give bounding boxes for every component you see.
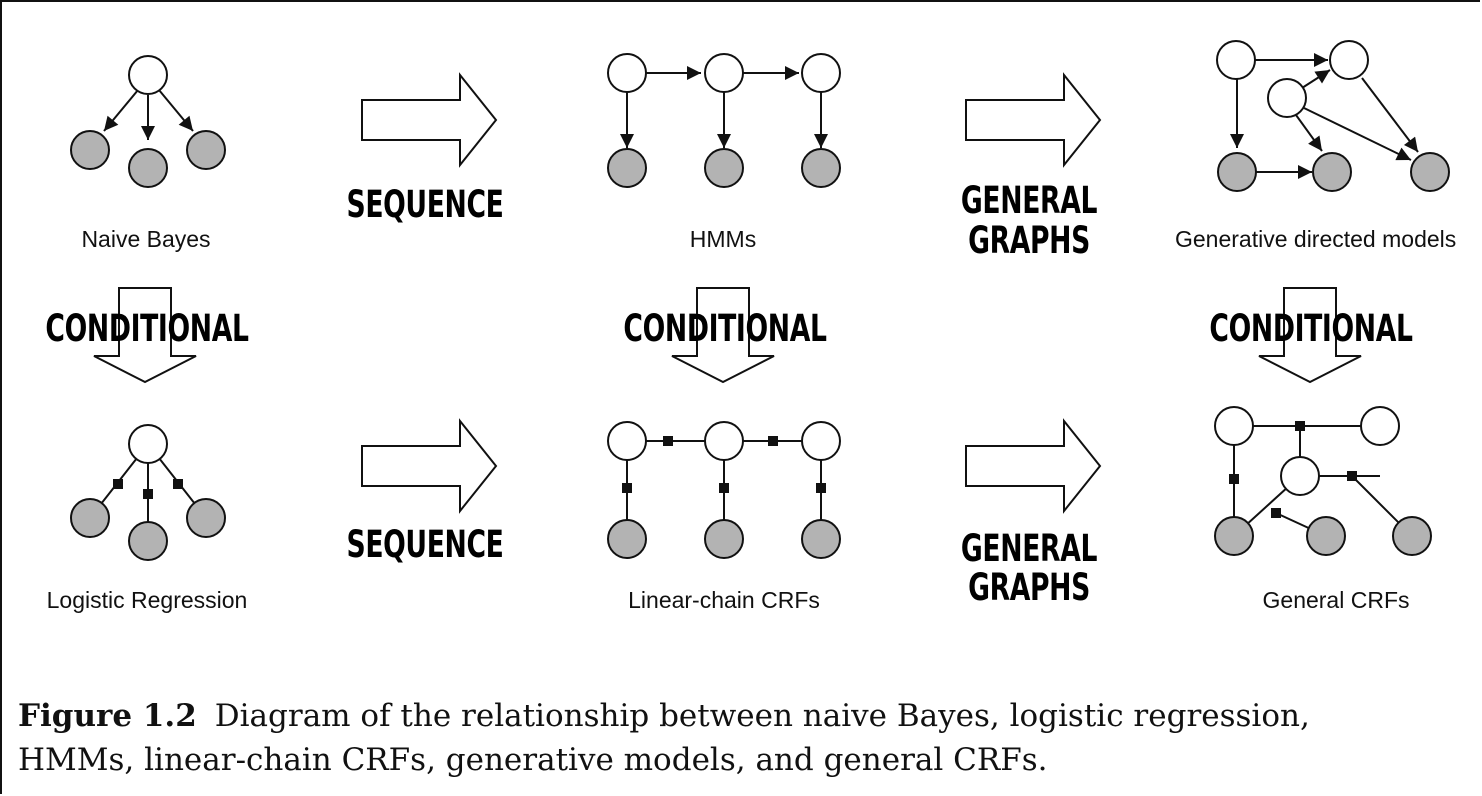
factor-node bbox=[173, 479, 183, 489]
hidden-node bbox=[704, 53, 744, 93]
hidden-node bbox=[1360, 406, 1400, 446]
conditional-arrow-middle bbox=[671, 287, 775, 384]
caption-line-1: Figure 1.2 Diagram of the relationship be… bbox=[18, 694, 1478, 738]
generative-directed-graph bbox=[1216, 40, 1450, 192]
observed-node bbox=[1214, 516, 1254, 556]
factor-node bbox=[816, 483, 826, 493]
observed-node bbox=[1312, 152, 1352, 192]
observed-node bbox=[70, 498, 110, 538]
observed-node bbox=[1217, 152, 1257, 192]
observed-node bbox=[607, 148, 647, 188]
general-graphs-arrow-top bbox=[965, 72, 1102, 168]
factor-node bbox=[113, 479, 123, 489]
observed-node bbox=[1306, 516, 1346, 556]
factor-node bbox=[143, 489, 153, 499]
caption-text-2: HMMs, linear-chain CRFs, generative mode… bbox=[18, 742, 1048, 778]
hidden-node bbox=[704, 421, 744, 461]
factor-node bbox=[768, 436, 778, 446]
general-graphs-label-bottom-line2: GRAPHS bbox=[968, 566, 1090, 609]
generative-directed-label: Generative directed models bbox=[1175, 226, 1457, 252]
figure-caption: Figure 1.2 Diagram of the relationship be… bbox=[18, 694, 1478, 782]
caption-text-1: Diagram of the relationship between naiv… bbox=[214, 698, 1310, 734]
observed-node bbox=[70, 130, 110, 170]
general-graphs-label-top-line2: GRAPHS bbox=[968, 219, 1090, 262]
factor-node bbox=[1295, 421, 1305, 431]
hmms-label: HMMs bbox=[689, 226, 757, 252]
general-graphs-label-bottom-line1: GENERAL bbox=[960, 527, 1098, 570]
conditional-label-middle: CONDITIONAL bbox=[623, 307, 827, 350]
conditional-arrow-right bbox=[1258, 287, 1362, 384]
hidden-node bbox=[128, 55, 168, 95]
hidden-node bbox=[801, 53, 841, 93]
edge bbox=[103, 89, 139, 132]
factor-node bbox=[1271, 508, 1281, 518]
figure-number: Figure 1.2 bbox=[18, 698, 197, 734]
sequence-label-bottom: SEQUENCE bbox=[346, 523, 504, 566]
hidden-node bbox=[1267, 78, 1307, 118]
general-crfs-label: General CRFs bbox=[1262, 587, 1410, 613]
observed-node bbox=[1410, 152, 1450, 192]
naive-bayes-graph bbox=[70, 55, 226, 188]
logistic-regression-graph bbox=[70, 424, 226, 561]
factor-node bbox=[1347, 471, 1357, 481]
observed-node bbox=[704, 519, 744, 559]
general-crf-graph bbox=[1214, 406, 1432, 556]
conditional-label-right: CONDITIONAL bbox=[1209, 307, 1413, 350]
hidden-node bbox=[607, 53, 647, 93]
observed-node bbox=[128, 148, 168, 188]
conditional-arrow-left bbox=[93, 287, 197, 384]
edge bbox=[1301, 69, 1331, 89]
hidden-node bbox=[1280, 456, 1320, 496]
general-graphs-label-top-line1: GENERAL bbox=[960, 179, 1098, 222]
observed-node bbox=[801, 148, 841, 188]
hmm-graph bbox=[607, 53, 841, 188]
linear-chain-crf-graph bbox=[607, 421, 841, 559]
edge bbox=[1361, 77, 1419, 153]
hidden-node bbox=[128, 424, 168, 464]
sequence-arrow-bottom bbox=[361, 418, 498, 514]
edge bbox=[1295, 114, 1323, 152]
observed-node bbox=[186, 130, 226, 170]
observed-node bbox=[186, 498, 226, 538]
observed-node bbox=[704, 148, 744, 188]
logistic-regression-label: Logistic Regression bbox=[46, 587, 248, 613]
edge bbox=[1303, 107, 1412, 161]
observed-node bbox=[1392, 516, 1432, 556]
hidden-node bbox=[1214, 406, 1254, 446]
naive-bayes-label: Naive Bayes bbox=[81, 226, 211, 252]
general-graphs-arrow-bottom bbox=[965, 418, 1102, 514]
hidden-node bbox=[1329, 40, 1369, 80]
hidden-node bbox=[607, 421, 647, 461]
factor-node bbox=[622, 483, 632, 493]
observed-node bbox=[607, 519, 647, 559]
linear-chain-crfs-label: Linear-chain CRFs bbox=[628, 587, 820, 613]
relationship-diagram bbox=[70, 40, 1450, 561]
factor-node bbox=[663, 436, 673, 446]
conditional-label-left: CONDITIONAL bbox=[45, 307, 249, 350]
sequence-arrow-top bbox=[361, 72, 498, 168]
sequence-label-top: SEQUENCE bbox=[346, 183, 504, 226]
edge bbox=[158, 89, 194, 132]
factor-node bbox=[1229, 474, 1239, 484]
factor-node bbox=[719, 483, 729, 493]
hidden-node bbox=[1216, 40, 1256, 80]
hidden-node bbox=[801, 421, 841, 461]
observed-node bbox=[801, 519, 841, 559]
observed-node bbox=[128, 521, 168, 561]
